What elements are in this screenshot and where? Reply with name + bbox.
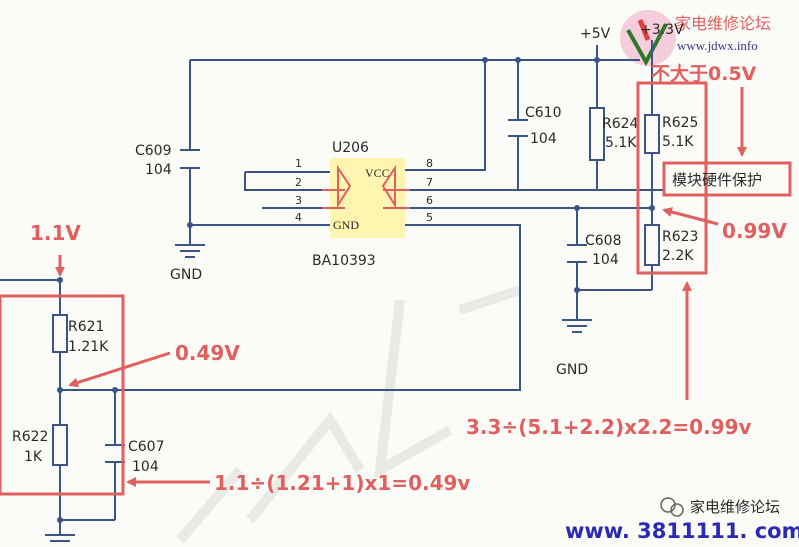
r621-ref: R621 [68,319,104,335]
gnd-right-label: GND [556,362,588,378]
r625-ref: R625 [662,115,698,131]
r622-ref: R622 [12,429,48,445]
label-1-1v: 1.1V [30,221,81,245]
junctions [57,57,655,523]
chip-part: BA10393 [312,253,376,269]
wires [0,40,665,535]
chip-ref: U206 [332,140,369,156]
r622-value: 1K [24,449,43,465]
chip-vcc-label: VCC [365,166,390,180]
c608-ref: C608 [585,233,622,249]
site-url: www.jdwx.info [677,38,758,53]
r625-value: 5.1K [662,134,694,150]
chip-gnd-label: GND [333,218,359,232]
r624-value: 5.1K [605,135,637,151]
pin-3: 3 [295,194,302,207]
r623-ref: R623 [662,229,698,245]
site-logo [620,10,676,67]
resistor-r624 [589,107,605,161]
formula-0-99v: 3.3÷(5.1+2.2)x2.2=0.99v [466,415,752,439]
power-5v-label: +5V [580,26,611,42]
wechat-icon [660,497,684,517]
bottom-url: www. 3811111. com [565,519,799,543]
pin-2: 2 [295,176,302,189]
label-max-0-5v: 不大于0.5V [651,62,757,85]
annotation-boxes [0,81,792,496]
pin-7: 7 [426,176,433,189]
label-0-49v: 0.49V [175,341,240,365]
background-watermark [176,285,522,544]
capacitor-c608 [567,244,587,263]
resistor-r622 [52,424,68,466]
gnd-left-label: GND [170,267,202,283]
site-name: 家电维修论坛 [675,14,771,33]
c607-value: 104 [132,459,159,475]
resistor-r623 [644,224,660,266]
pin-4: 4 [295,211,302,224]
pin-1: 1 [295,157,302,170]
capacitor-c609 [180,149,200,169]
chip-u206 [322,158,410,238]
ground-symbol-left [175,244,205,258]
pin-6: 6 [426,194,433,207]
capacitor-c610 [508,119,528,137]
ground-symbol-bottom [45,534,75,542]
resistor-r621 [52,314,68,353]
ground-symbol-right [562,319,592,333]
power-3v3-label: +3.3V [640,22,684,38]
pin-5: 5 [426,211,433,224]
c607-ref: C607 [128,439,165,455]
pin-8: 8 [426,157,433,170]
formula-0-49v: 1.1÷(1.21+1)x1=0.49v [214,471,470,495]
c610-ref: C610 [525,105,562,121]
c610-value: 104 [530,131,557,147]
label-module-protect: 模块硬件保护 [672,171,762,189]
c609-value: 104 [145,162,172,178]
label-0-99v: 0.99V [722,219,787,243]
c609-ref: C609 [135,143,172,159]
c608-value: 104 [592,252,619,268]
annotation-arrows [55,87,747,487]
r621-value: 1.21K [68,339,109,355]
resistor-r625 [644,114,660,154]
r623-value: 2.2K [662,248,694,264]
bottom-forum-name: 家电维修论坛 [690,498,780,516]
r624-ref: R624 [602,116,639,132]
